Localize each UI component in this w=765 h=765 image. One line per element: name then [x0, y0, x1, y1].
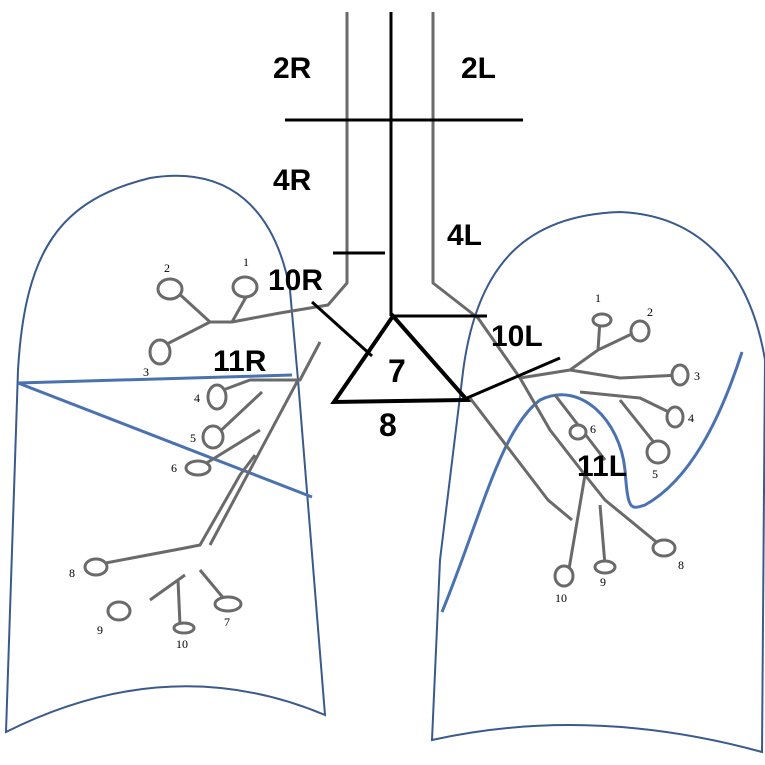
left-seg-cap-3 [672, 365, 688, 385]
right-seg-cap-6 [186, 461, 210, 475]
left-seg-4-label: 4 [688, 411, 694, 425]
right-seg-2-label: 2 [164, 261, 170, 275]
station-2l-label: 2L [461, 52, 496, 85]
right-seg-cap-7 [215, 597, 241, 611]
right-seg-8-label: 8 [69, 566, 75, 580]
left-seg-1-label: 1 [595, 291, 601, 305]
station-7-label: 7 [388, 353, 406, 389]
station-10r-line [312, 302, 372, 356]
right-seg-cap-2 [158, 279, 182, 299]
left-seg-5-label: 5 [652, 467, 658, 481]
right-seg-10-label: 10 [176, 637, 188, 651]
station-11r-label: 11R [213, 345, 267, 378]
right-lung-outline [6, 176, 325, 732]
left-seg-8-label: 8 [678, 558, 684, 572]
right-seg-cap-9 [108, 602, 130, 620]
left-seg-10-label: 10 [555, 591, 567, 605]
right-seg-cap-10 [174, 623, 194, 633]
left-seg-2-label: 2 [647, 305, 653, 319]
left-seg-9-label: 9 [600, 575, 606, 589]
station-8-label: 8 [379, 407, 397, 443]
left-seg-3-label: 3 [694, 369, 700, 383]
right-seg-cap-8 [85, 559, 107, 575]
right-oblique-fissure [18, 383, 312, 497]
right-seg-5-label: 5 [190, 431, 196, 445]
right-seg-3-label: 3 [143, 365, 149, 379]
right-seg-cap-3 [150, 340, 170, 364]
left-seg-cap-4 [667, 407, 683, 427]
trachea-left-wall [433, 12, 680, 575]
left-seg-cap-8 [653, 540, 675, 556]
left-seg-cap-9 [595, 561, 615, 573]
right-seg-9-label: 9 [97, 623, 103, 637]
station-10l-line [467, 358, 560, 398]
left-seg-cap-5 [647, 441, 669, 463]
right-seg-cap-4 [208, 385, 226, 409]
station-2r-label: 2R [273, 52, 312, 85]
station-10l-label: 10L [491, 320, 543, 353]
left-seg-cap-1 [593, 314, 611, 326]
right-seg-1-label: 1 [243, 255, 249, 269]
station-10r-label: 10R [268, 264, 323, 297]
station-11l-label: 11L [577, 450, 627, 483]
left-seg-cap-10 [555, 566, 573, 586]
left-seg-cap-6 [570, 425, 586, 439]
right-seg-6-label: 6 [171, 461, 177, 475]
right-seg-7-label: 7 [224, 615, 230, 629]
station-4r-label: 4R [273, 164, 312, 197]
right-seg-cap-5 [203, 426, 223, 448]
right-seg-4-label: 4 [194, 391, 200, 405]
station-4l-label: 4L [447, 219, 482, 252]
right-seg-cap-1 [233, 277, 257, 297]
left-seg-6-label: 6 [590, 422, 596, 436]
trachea-right-wall [95, 12, 347, 625]
left-seg-cap-2 [631, 321, 649, 341]
